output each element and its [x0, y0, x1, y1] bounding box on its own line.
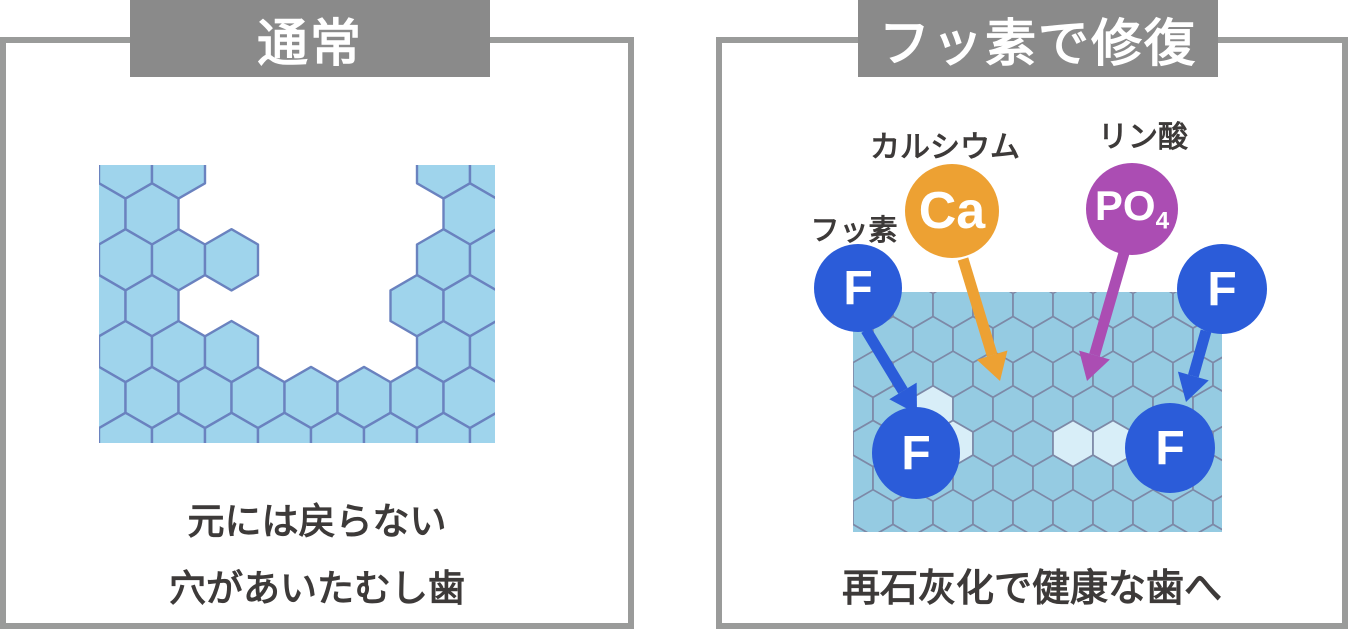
calcium-ion-symbol: Ca [918, 182, 986, 240]
fluoride-ion-symbol: F [1207, 262, 1237, 316]
caption-normal-line2: 穴があいたむし歯 [169, 568, 465, 609]
fluoride-ion-badge-top-left: F [814, 244, 902, 332]
caption-normal-line1: 元には戻らない [187, 501, 447, 542]
caption-repair: 再石灰化で健康な歯へ [716, 557, 1348, 612]
phosphate-label: リン酸 [1098, 121, 1188, 154]
fluoride-ion-symbol: F [901, 426, 931, 480]
header-normal-label: 通常 [256, 14, 363, 72]
calcium-ion-badge: Ca [905, 164, 999, 258]
fluoride-ion-symbol: F [843, 261, 873, 315]
phosphate-ion-symbol: PO4 [1094, 182, 1170, 235]
calcium-label: カルシウム [870, 131, 1020, 164]
fluoride-ion-symbol: F [1155, 421, 1185, 475]
decayed-enamel-graphic [99, 165, 495, 443]
fluoride-ion-badge-bottom-left: F [872, 407, 960, 499]
fluoride-ion-badge-bottom-right: F [1125, 403, 1215, 493]
header-normal: 通常 [130, 0, 490, 77]
caption-repair-text: 再石灰化で健康な歯へ [841, 568, 1222, 610]
fluoride-label: フッ素 [810, 215, 898, 247]
header-fluoride-repair-label: フッ素で修復 [878, 14, 1197, 72]
header-fluoride-repair: フッ素で修復 [858, 0, 1218, 77]
fluoride-ion-badge-top-right: F [1177, 244, 1267, 334]
phosphate-ion-badge: PO4 [1086, 163, 1178, 255]
caption-normal: 元には戻らない 穴があいたむし歯 [2, 488, 632, 622]
